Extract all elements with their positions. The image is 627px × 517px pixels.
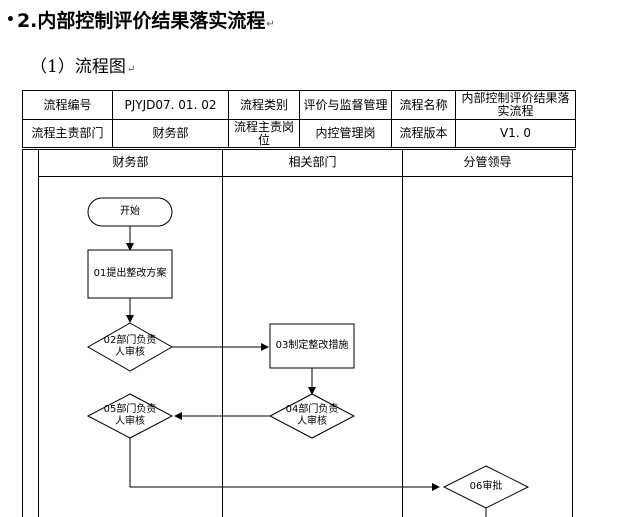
step-06-label: 06审批 bbox=[469, 481, 503, 492]
label-responsible-dept: 流程主责部门 bbox=[22, 119, 113, 150]
step-01-box bbox=[87, 249, 173, 299]
subsection-heading: （1）流程图↵ bbox=[30, 52, 135, 77]
label-process-name: 流程名称 bbox=[391, 90, 456, 120]
paragraph-mark-icon: ↵ bbox=[266, 19, 275, 30]
lane-header-leader: 分管领导 bbox=[463, 155, 512, 169]
label-process-version: 流程版本 bbox=[391, 119, 456, 150]
step-05-decision bbox=[86, 393, 174, 439]
section-heading: •2.内部控制评价结果落实流程↵ bbox=[6, 6, 275, 33]
value-responsible-post: 内控管理岗 bbox=[299, 119, 392, 150]
step-01-label: 01提出整改方案 bbox=[93, 268, 167, 279]
step-04-label: 04部门负责人审核 bbox=[285, 404, 339, 427]
subheading-text: （1）流程图 bbox=[30, 57, 126, 77]
step-02-label: 02部门负责人审核 bbox=[103, 335, 157, 358]
start-terminator bbox=[87, 197, 173, 227]
step-03-box bbox=[269, 323, 355, 369]
label-process-category: 流程类别 bbox=[228, 90, 300, 120]
step-03-label: 03制定整改措施 bbox=[275, 340, 349, 351]
heading-bullet: • bbox=[6, 12, 15, 28]
flowchart-drawing bbox=[22, 150, 573, 517]
value-process-version: V1. 0 bbox=[455, 119, 576, 150]
start-label: 开始 bbox=[120, 206, 140, 217]
value-responsible-dept: 财务部 bbox=[112, 119, 229, 150]
heading-text: 2.内部控制评价结果落实流程 bbox=[16, 10, 266, 32]
swimlane-frame bbox=[22, 150, 573, 517]
value-process-category: 评价与监督管理 bbox=[299, 90, 392, 120]
step-06-decision bbox=[442, 465, 530, 509]
lane-header-related-dept: 相关部门 bbox=[288, 155, 337, 169]
label-process-code: 流程编号 bbox=[22, 90, 113, 120]
label-responsible-post: 流程主责岗位 bbox=[228, 119, 300, 150]
lane-header-finance: 财务部 bbox=[112, 155, 149, 169]
connector-05-06 bbox=[129, 438, 440, 491]
table-row: 流程主责部门 财务部 流程主责岗位 内控管理岗 流程版本 V1. 0 bbox=[22, 119, 576, 150]
step-02-decision bbox=[86, 322, 174, 372]
value-process-name: 内部控制评价结果落实流程 bbox=[455, 90, 576, 120]
paragraph-mark-icon: ↵ bbox=[126, 64, 136, 75]
flowchart: 财务部 相关部门 分管领导 开始 01提出整改方案 02部门负责人审核 03制定… bbox=[22, 150, 575, 517]
process-info-table: 流程编号 PJYJD07. 01. 02 流程类别 评价与监督管理 流程名称 内… bbox=[22, 90, 576, 150]
value-process-code: PJYJD07. 01. 02 bbox=[112, 90, 229, 120]
step-04-decision bbox=[268, 393, 356, 439]
table-row: 流程编号 PJYJD07. 01. 02 流程类别 评价与监督管理 流程名称 内… bbox=[22, 90, 576, 120]
step-05-label: 05部门负责人审核 bbox=[103, 404, 157, 427]
